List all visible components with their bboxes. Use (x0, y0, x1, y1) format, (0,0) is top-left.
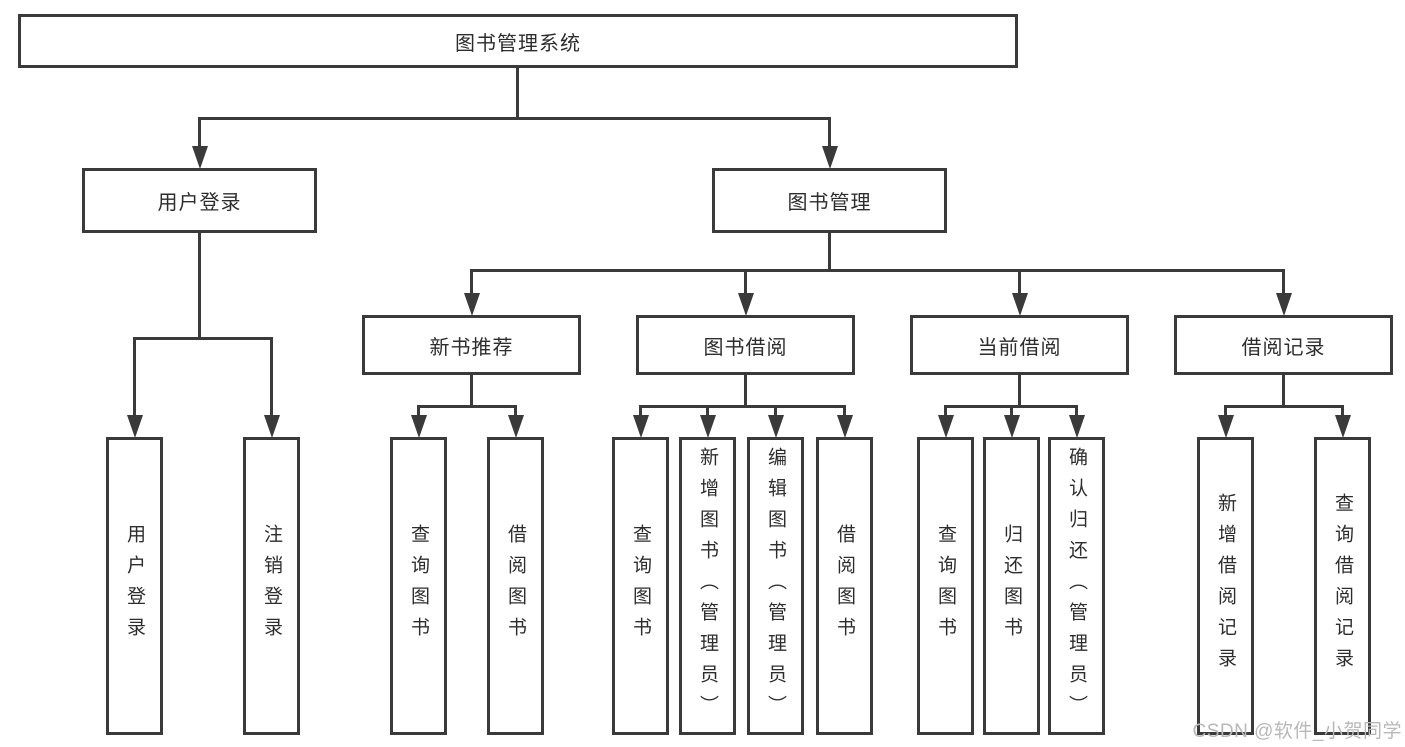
node-user-login: 用户登录 (82, 168, 317, 233)
arrowhead-currentborrow-query (937, 415, 954, 438)
node-root-label: 图书管理系统 (455, 32, 581, 55)
leaf-newbooks-borrow-books: 借阅图书 (487, 437, 544, 735)
edge-currentborrow-stem-top (1018, 269, 1021, 293)
leaf-currentborrow-confirm-return-admin: 确认归还（管理员） (1048, 437, 1105, 735)
arrowhead-current-borrow (1011, 293, 1028, 316)
leaf-bookborrow-add-books-admin-label: 新增图书（管理员） (697, 446, 718, 726)
arrowhead-records-add (1217, 415, 1234, 438)
leaf-bookborrow-borrow-books-label: 借阅图书 (834, 524, 855, 648)
leaf-currentborrow-return-books: 归还图书 (983, 437, 1040, 735)
node-book-management-label: 图书管理 (787, 192, 872, 214)
leaf-newbooks-query-books-label: 查询图书 (408, 524, 429, 648)
edge-bookborrow-leaf1-stem (639, 405, 642, 416)
leaf-records-add-record: 新增借阅记录 (1197, 437, 1254, 735)
arrowhead-bookborrow-query (632, 415, 649, 438)
edge-bookborrow-leaf2-stem (706, 405, 709, 416)
leaf-newbooks-query-books: 查询图书 (390, 437, 447, 735)
leaf-records-add-record-label: 新增借阅记录 (1215, 493, 1236, 679)
edge-bookmgmt-stem (828, 233, 831, 269)
edge-root-right-stem (828, 117, 831, 146)
node-new-books: 新书推荐 (362, 315, 581, 375)
arrowhead-leaf-login (126, 415, 143, 438)
edge-records-stem-top (1282, 269, 1285, 293)
arrowhead-currentborrow-confirm (1068, 415, 1085, 438)
edge-bookborrow-hbar (639, 405, 846, 408)
edge-newbooks-hbar (417, 405, 517, 408)
edge-userlogin-hbar (133, 337, 273, 340)
edge-records-leaf2-stem (1341, 405, 1344, 416)
leaf-logout: 注销登录 (243, 437, 300, 735)
arrowhead-book-borrow (737, 293, 754, 316)
arrowhead-bookborrow-borrow (836, 415, 853, 438)
node-borrow-records: 借阅记录 (1174, 315, 1393, 375)
edge-currentborrow-leaf3-stem (1075, 405, 1078, 416)
edge-root-hbar (198, 117, 831, 120)
arrowhead-borrow-records (1275, 293, 1292, 316)
node-user-login-label: 用户登录 (157, 192, 242, 214)
arrowhead-bookborrow-edit (767, 415, 784, 438)
edge-root-stem (516, 68, 519, 120)
edge-newbooks-leaf1-stem (417, 405, 420, 416)
node-book-borrow-label: 图书借阅 (703, 336, 788, 359)
leaf-user-login-label: 用户登录 (124, 524, 145, 648)
node-borrow-records-label: 借阅记录 (1241, 336, 1326, 359)
edge-userlogin-stem (198, 233, 201, 337)
node-root: 图书管理系统 (18, 14, 1018, 68)
edge-currentborrow-leaf1-stem (944, 405, 947, 416)
edge-currentborrow-stem (1018, 375, 1021, 408)
leaf-currentborrow-query-books-label: 查询图书 (935, 524, 956, 648)
edge-newbooks-leaf2-stem (514, 405, 517, 416)
arrowhead-currentborrow-return (1003, 415, 1020, 438)
node-current-borrow-label: 当前借阅 (977, 336, 1062, 359)
edge-currentborrow-leaf2-stem (1010, 405, 1013, 416)
arrowhead-new-books (463, 293, 480, 316)
leaf-user-login: 用户登录 (106, 437, 163, 735)
edge-bookmgmt-hbar (470, 269, 1285, 272)
arrowhead-newbooks-query (410, 415, 427, 438)
leaf-records-query-record: 查询借阅记录 (1314, 437, 1371, 735)
leaf-currentborrow-query-books: 查询图书 (917, 437, 974, 735)
edge-records-leaf1-stem (1224, 405, 1227, 416)
node-book-borrow: 图书借阅 (636, 315, 855, 375)
leaf-bookborrow-add-books-admin: 新增图书（管理员） (679, 437, 736, 735)
node-current-borrow: 当前借阅 (910, 315, 1129, 375)
edge-userlogin-right-stem (270, 337, 273, 415)
leaf-currentborrow-return-books-label: 归还图书 (1001, 524, 1022, 648)
edge-bookborrow-leaf4-stem (843, 405, 846, 416)
leaf-newbooks-borrow-books-label: 借阅图书 (505, 524, 526, 648)
leaf-bookborrow-borrow-books: 借阅图书 (816, 437, 873, 735)
arrowhead-book-mgmt (821, 146, 838, 169)
node-new-books-label: 新书推荐 (429, 336, 514, 359)
edge-userlogin-left-stem (133, 337, 136, 415)
csdn-watermark: CSDN @软件_小贺同学 (1192, 721, 1402, 742)
leaf-records-query-record-label: 查询借阅记录 (1332, 493, 1353, 679)
arrowhead-leaf-logout (263, 415, 280, 438)
edge-bookborrow-leaf3-stem (774, 405, 777, 416)
edge-newbooks-stem (470, 375, 473, 408)
node-book-management: 图书管理 (712, 168, 947, 233)
arrowhead-bookborrow-add (699, 415, 716, 438)
leaf-bookborrow-edit-books-admin-label: 编辑图书（管理员） (765, 446, 786, 726)
leaf-bookborrow-query-books: 查询图书 (612, 437, 669, 735)
arrowhead-user-login (191, 146, 208, 169)
edge-records-stem (1282, 375, 1285, 408)
edge-root-left-stem (198, 117, 201, 146)
leaf-bookborrow-edit-books-admin: 编辑图书（管理员） (747, 437, 804, 735)
arrowhead-records-query (1334, 415, 1351, 438)
arrowhead-newbooks-borrow (507, 415, 524, 438)
leaf-logout-label: 注销登录 (261, 524, 282, 648)
edge-bookborrow-stem-top (744, 269, 747, 293)
edge-bookborrow-stem (744, 375, 747, 408)
leaf-bookborrow-query-books-label: 查询图书 (630, 524, 651, 648)
edge-records-hbar (1224, 405, 1344, 408)
leaf-currentborrow-confirm-return-admin-label: 确认归还（管理员） (1066, 446, 1087, 726)
edge-newbooks-stem-top (470, 269, 473, 293)
